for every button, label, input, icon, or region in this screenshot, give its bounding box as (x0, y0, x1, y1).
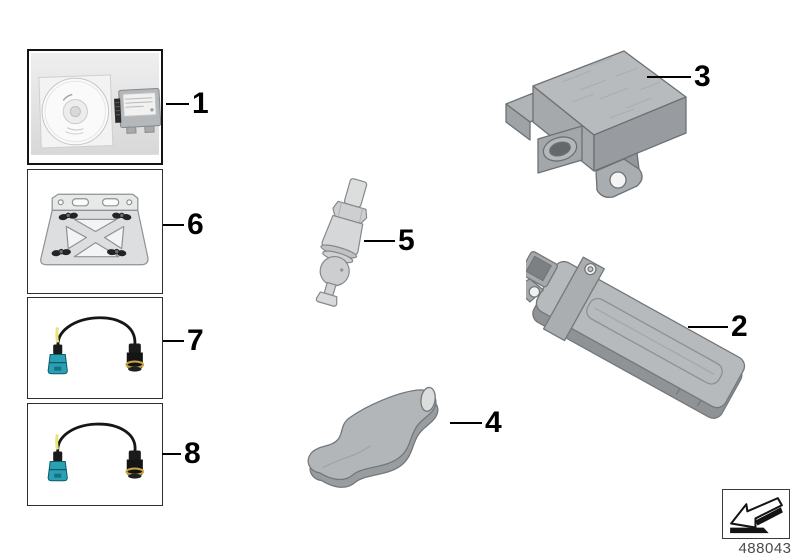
leader-line (450, 421, 482, 425)
cable-connector-round (125, 450, 145, 479)
callout-3[interactable]: 3 (647, 60, 711, 93)
leader-line (688, 325, 728, 329)
parts-box-item6 (27, 169, 163, 294)
callout-2[interactable]: 2 (688, 310, 748, 343)
direction-stamp-box (722, 489, 790, 539)
parts-box-item7 (27, 297, 163, 399)
parts-box-item8 (27, 403, 163, 506)
sensor-cable-illustration-8 (47, 422, 145, 482)
leader-line (163, 223, 184, 227)
cable-connector-teal (47, 344, 68, 375)
callout-7-label: 7 (187, 324, 204, 357)
callout-2-label: 2 (731, 310, 748, 343)
mounting-bracket-illustration (40, 193, 149, 266)
cable-connector-round (125, 343, 145, 372)
diagram-number: 488043 (738, 540, 792, 557)
cable-connector-teal (47, 451, 68, 482)
callout-3-label: 3 (694, 60, 711, 93)
bracket-grommets (51, 212, 132, 257)
sensor-housing-illustration (307, 386, 439, 488)
cd-disc (41, 77, 110, 146)
callout-4-label: 4 (485, 406, 502, 439)
leader-line (647, 75, 691, 79)
antenna-module-illustration (526, 250, 746, 419)
control-unit-photo (114, 87, 161, 134)
leader-line (364, 239, 395, 243)
callout-8-label: 8 (184, 437, 201, 470)
callout-1[interactable]: 1 (166, 87, 209, 120)
callout-5[interactable]: 5 (364, 224, 415, 257)
callout-1-label: 1 (192, 87, 209, 120)
leader-line (163, 339, 184, 343)
callout-8[interactable]: 8 (162, 437, 201, 470)
sensor-cable-illustration-7 (47, 316, 145, 375)
leader-line (162, 452, 181, 456)
cd-and-control-unit-photo (31, 53, 161, 155)
control-unit-illustration (505, 50, 687, 198)
callout-7[interactable]: 7 (163, 324, 204, 357)
parts-box-item1 (27, 49, 163, 165)
callout-6[interactable]: 6 (163, 208, 204, 241)
leader-line (166, 102, 189, 106)
tire-valve-illustration (315, 178, 368, 307)
callout-5-label: 5 (398, 224, 415, 257)
direction-arrow-icon (730, 497, 783, 534)
callout-6-label: 6 (187, 208, 204, 241)
callout-4[interactable]: 4 (450, 406, 502, 439)
